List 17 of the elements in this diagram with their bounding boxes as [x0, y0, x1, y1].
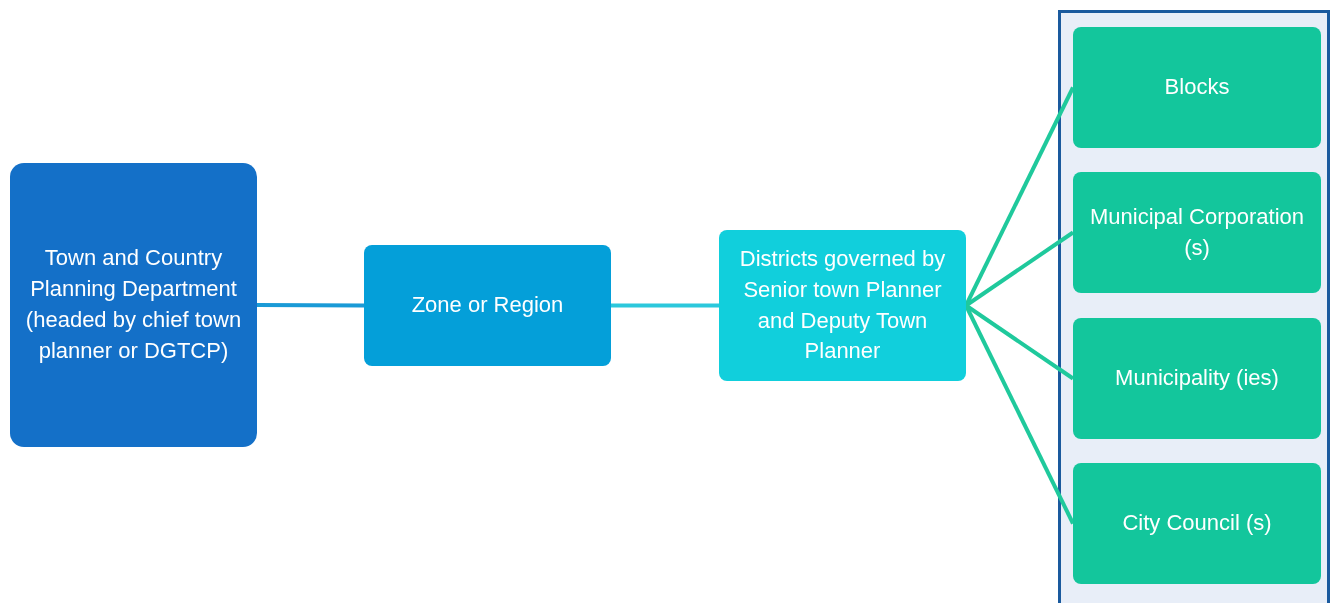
process-box — [1073, 318, 1321, 439]
connector-line — [257, 303, 364, 308]
box-text: Municipality (ies) — [1115, 364, 1279, 393]
process-box — [1073, 172, 1321, 293]
process-box — [364, 245, 611, 366]
process-box — [1073, 27, 1321, 148]
box-text: City Council (s) — [1122, 509, 1272, 538]
box-text: Municipal Corporation (s) — [1089, 202, 1305, 262]
box-text: Districts governed by Senior town Planner and Deputy Town Planner — [738, 244, 947, 366]
box-text: Blocks — [1164, 73, 1230, 102]
process-box — [719, 230, 966, 381]
panel-box — [1058, 10, 1330, 603]
process-box — [1073, 463, 1321, 584]
connector-line — [611, 303, 719, 308]
box-text: Town and Country Planning Department (headed by chief town planner or DGTCP) — [24, 244, 243, 365]
process-box — [10, 163, 257, 447]
box-text: Zone or Region — [411, 291, 564, 320]
